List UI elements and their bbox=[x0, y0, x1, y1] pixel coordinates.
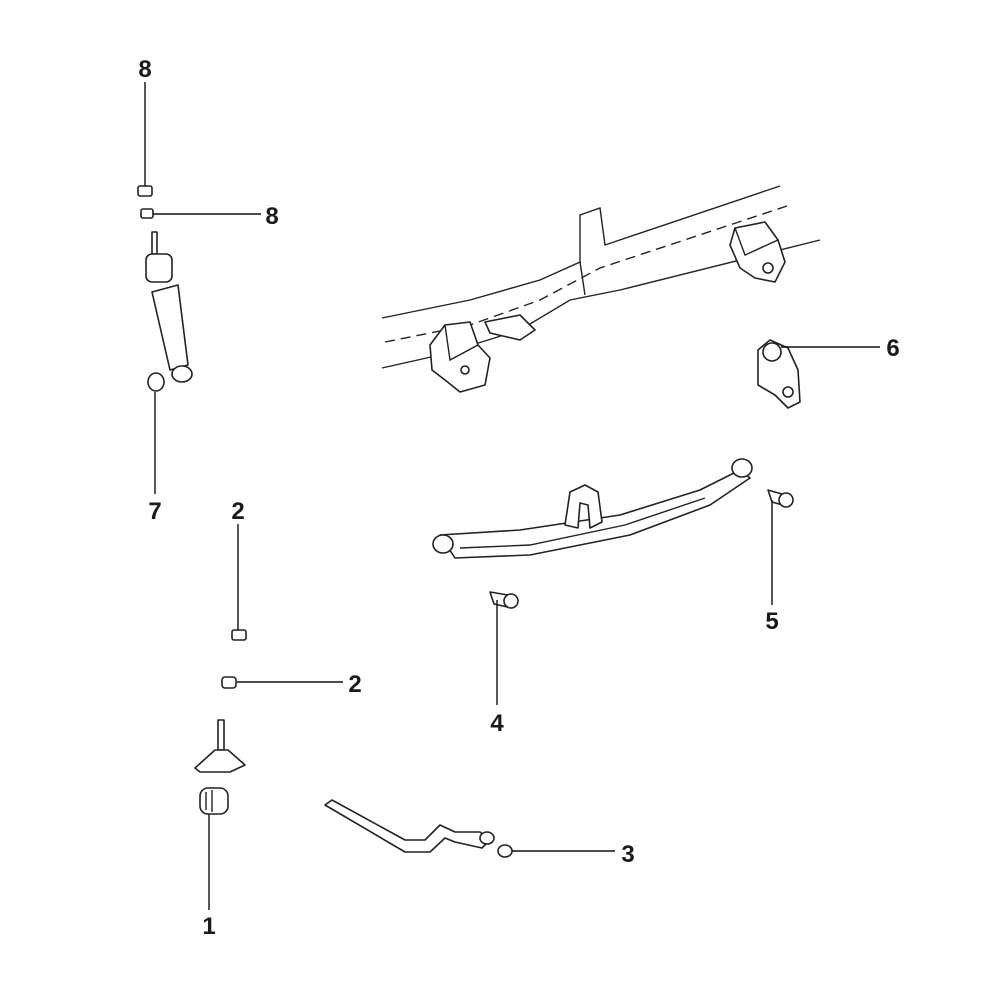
callout-8-upper: 8 bbox=[138, 56, 151, 83]
nut-8-upper bbox=[137, 185, 153, 197]
callout-1: 1 bbox=[202, 913, 215, 940]
nut-2-upper bbox=[231, 629, 247, 641]
callout-6: 6 bbox=[886, 335, 899, 362]
callout-4: 4 bbox=[490, 710, 504, 737]
callout-3: 3 bbox=[621, 841, 634, 868]
front-hanger-bracket bbox=[429, 314, 536, 393]
nut-8-lower bbox=[140, 208, 154, 219]
leaf-spring bbox=[432, 458, 753, 559]
spring-shackle bbox=[757, 339, 801, 409]
stabilizer-link bbox=[194, 719, 246, 773]
bushing-1 bbox=[199, 787, 229, 815]
callout-2-upper: 2 bbox=[231, 498, 244, 525]
rear-hanger-bracket bbox=[729, 221, 786, 283]
shock-absorber bbox=[145, 231, 193, 383]
nut-2-lower bbox=[221, 676, 237, 689]
bushing-7 bbox=[147, 372, 165, 392]
bushing-4 bbox=[489, 591, 519, 609]
callout-5: 5 bbox=[765, 608, 778, 635]
callout-7: 7 bbox=[148, 498, 161, 525]
stabilizer-bar bbox=[324, 799, 495, 853]
bushing-3 bbox=[497, 844, 513, 858]
leader-lines bbox=[144, 82, 880, 910]
callout-8-lower: 8 bbox=[265, 203, 278, 230]
callout-2-lower: 2 bbox=[348, 671, 361, 698]
